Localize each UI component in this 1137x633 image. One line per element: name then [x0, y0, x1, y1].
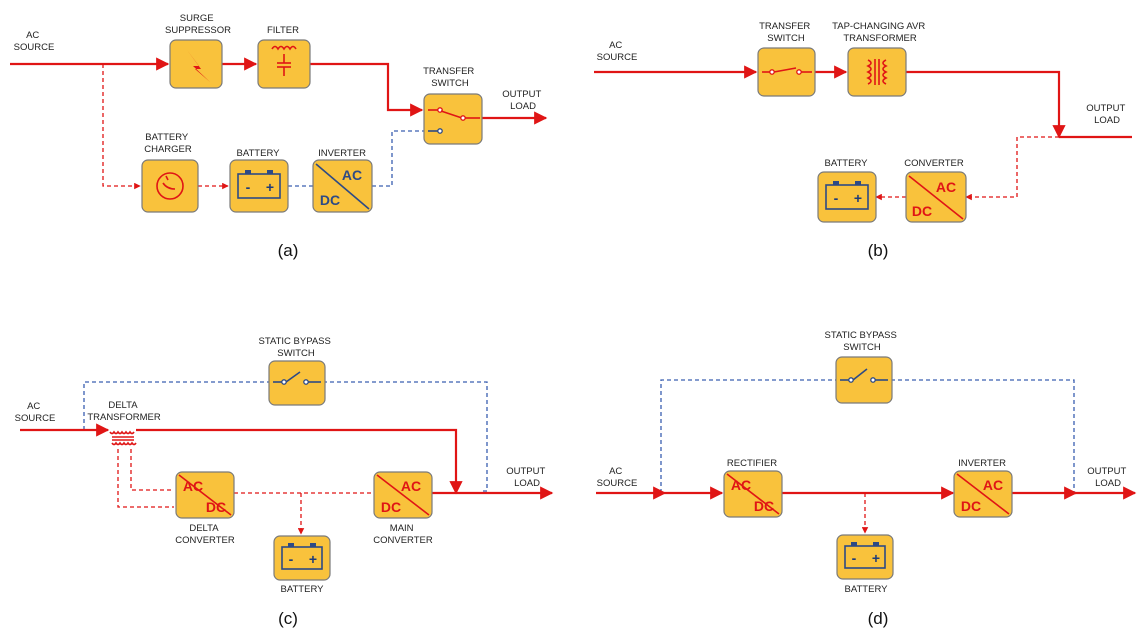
panel-c: STATIC BYPASS SWITCH AC SOURCE DELTA TRA…	[15, 336, 554, 628]
svg-text:DC: DC	[754, 498, 774, 514]
line-a-source-to-charger	[102, 64, 141, 190]
d-ac-source-label: AC SOURCE	[597, 466, 638, 489]
d-bypass-label: STATIC BYPASS SWITCH	[825, 330, 900, 353]
a-transfer-switch-box	[423, 93, 483, 145]
charger-icon	[156, 172, 184, 200]
line-c-transformer-upper	[130, 449, 174, 491]
svg-text:DC: DC	[206, 499, 226, 515]
battery-icon: - +	[844, 542, 886, 569]
c-bypass-label: STATIC BYPASS SWITCH	[259, 336, 334, 359]
battery-icon: - +	[237, 170, 281, 199]
a-charger-label: BATTERY CHARGER	[144, 132, 192, 155]
b-ac-source-label: AC SOURCE	[597, 40, 638, 63]
svg-text:+: +	[872, 550, 880, 566]
ac-dc-icon: AC DC	[908, 175, 964, 220]
switch-icon	[840, 368, 888, 383]
battery-icon: - +	[281, 543, 323, 570]
caption-d: (d)	[868, 609, 889, 628]
d-static-bypass-box	[835, 356, 893, 404]
transformer-icon	[866, 59, 888, 85]
svg-text:+: +	[309, 551, 317, 567]
svg-text:DC: DC	[961, 498, 981, 514]
c-ac-source-label: AC SOURCE	[15, 401, 56, 424]
svg-text:AC: AC	[731, 477, 751, 493]
c-delta-transformer-label: DELTA TRANSFORMER	[87, 400, 161, 423]
switch-icon	[762, 67, 812, 75]
c-battery-label: BATTERY	[281, 584, 325, 595]
svg-text:AC: AC	[183, 478, 203, 494]
line-b-output-to-converter	[965, 136, 1059, 201]
svg-text:-: -	[289, 551, 294, 567]
line-a-inverter-to-switch	[372, 130, 424, 187]
d-output-label: OUTPUT LOAD	[1087, 466, 1129, 489]
svg-text:AC: AC	[936, 179, 956, 195]
switch-icon	[273, 371, 321, 385]
svg-text:DC: DC	[381, 499, 401, 515]
ac-dc-icon: AC DC	[315, 163, 370, 210]
lightning-icon	[187, 50, 210, 82]
b-transfer-switch-box	[757, 47, 816, 97]
svg-text:+: +	[854, 190, 862, 206]
svg-text:-: -	[246, 179, 251, 195]
caption-a: (a)	[278, 241, 299, 260]
panel-d: STATIC BYPASS SWITCH AC SOURCE RECTIFIER…	[596, 330, 1137, 628]
a-battery-charger-box	[141, 159, 199, 213]
c-output-label: OUTPUT LOAD	[506, 466, 548, 489]
d-inverter-label: INVERTER	[958, 458, 1006, 469]
line-c-transformer-lower	[117, 449, 174, 508]
b-avr-label: TAP-CHANGING AVR TRANSFORMER	[832, 21, 928, 44]
svg-text:DC: DC	[912, 203, 932, 219]
line-b-avr-down	[906, 70, 1066, 139]
b-avr-transformer-box	[847, 47, 907, 97]
switch-icon	[428, 107, 480, 134]
a-inverter-label: INVERTER	[318, 148, 366, 159]
line-a-filter-to-switch	[310, 62, 424, 117]
svg-text:-: -	[852, 550, 857, 566]
a-transfer-label: TRANSFER SWITCH	[423, 66, 477, 89]
d-rectifier-label: RECTIFIER	[727, 458, 777, 469]
d-battery-label: BATTERY	[845, 584, 889, 595]
svg-text:AC: AC	[401, 478, 421, 494]
line-c-bypass	[83, 381, 488, 492]
b-transfer-label: TRANSFER SWITCH	[759, 21, 813, 44]
svg-text:-: -	[834, 190, 839, 206]
a-ac-source-label: AC SOURCE	[14, 30, 55, 53]
a-battery-box	[229, 159, 289, 213]
c-main-converter-label: MAIN CONVERTER	[373, 523, 433, 546]
b-output-label: OUTPUT LOAD	[1086, 103, 1128, 126]
delta-transformer-icon	[109, 430, 137, 446]
caption-c: (c)	[278, 609, 298, 628]
a-output-label: OUTPUT LOAD	[502, 89, 544, 112]
ac-dc-icon: AC DC	[376, 474, 430, 516]
a-filter-box	[257, 39, 311, 89]
b-converter-label: CONVERTER	[904, 158, 964, 169]
c-static-bypass-box	[268, 360, 326, 406]
b-battery-label: BATTERY	[825, 158, 869, 169]
ac-dc-icon: AC DC	[178, 474, 232, 516]
svg-text:+: +	[266, 179, 274, 195]
ac-dc-icon: AC DC	[726, 473, 780, 515]
svg-text:DC: DC	[320, 192, 340, 208]
c-delta-converter-label: DELTA CONVERTER	[175, 523, 235, 546]
line-c-main-path	[136, 428, 463, 495]
a-battery-label: BATTERY	[237, 148, 281, 159]
line-d-bypass	[660, 379, 1075, 493]
battery-icon: - +	[825, 181, 869, 210]
a-surge-suppressor-box	[169, 39, 223, 89]
a-filter-label: FILTER	[267, 25, 299, 36]
a-surge-label: SURGE SUPPRESSOR	[165, 13, 231, 36]
panel-a: AC SOURCE SURGE SUPPRESSOR FILTER TRANSF…	[10, 13, 548, 260]
ac-dc-icon: AC DC	[956, 473, 1010, 515]
svg-text:AC: AC	[983, 477, 1003, 493]
caption-b: (b)	[868, 241, 889, 260]
svg-text:AC: AC	[342, 167, 362, 183]
filter-icon	[271, 45, 297, 76]
panel-b: AC SOURCE TRANSFER SWITCH TAP-CHANGING A…	[594, 21, 1132, 260]
